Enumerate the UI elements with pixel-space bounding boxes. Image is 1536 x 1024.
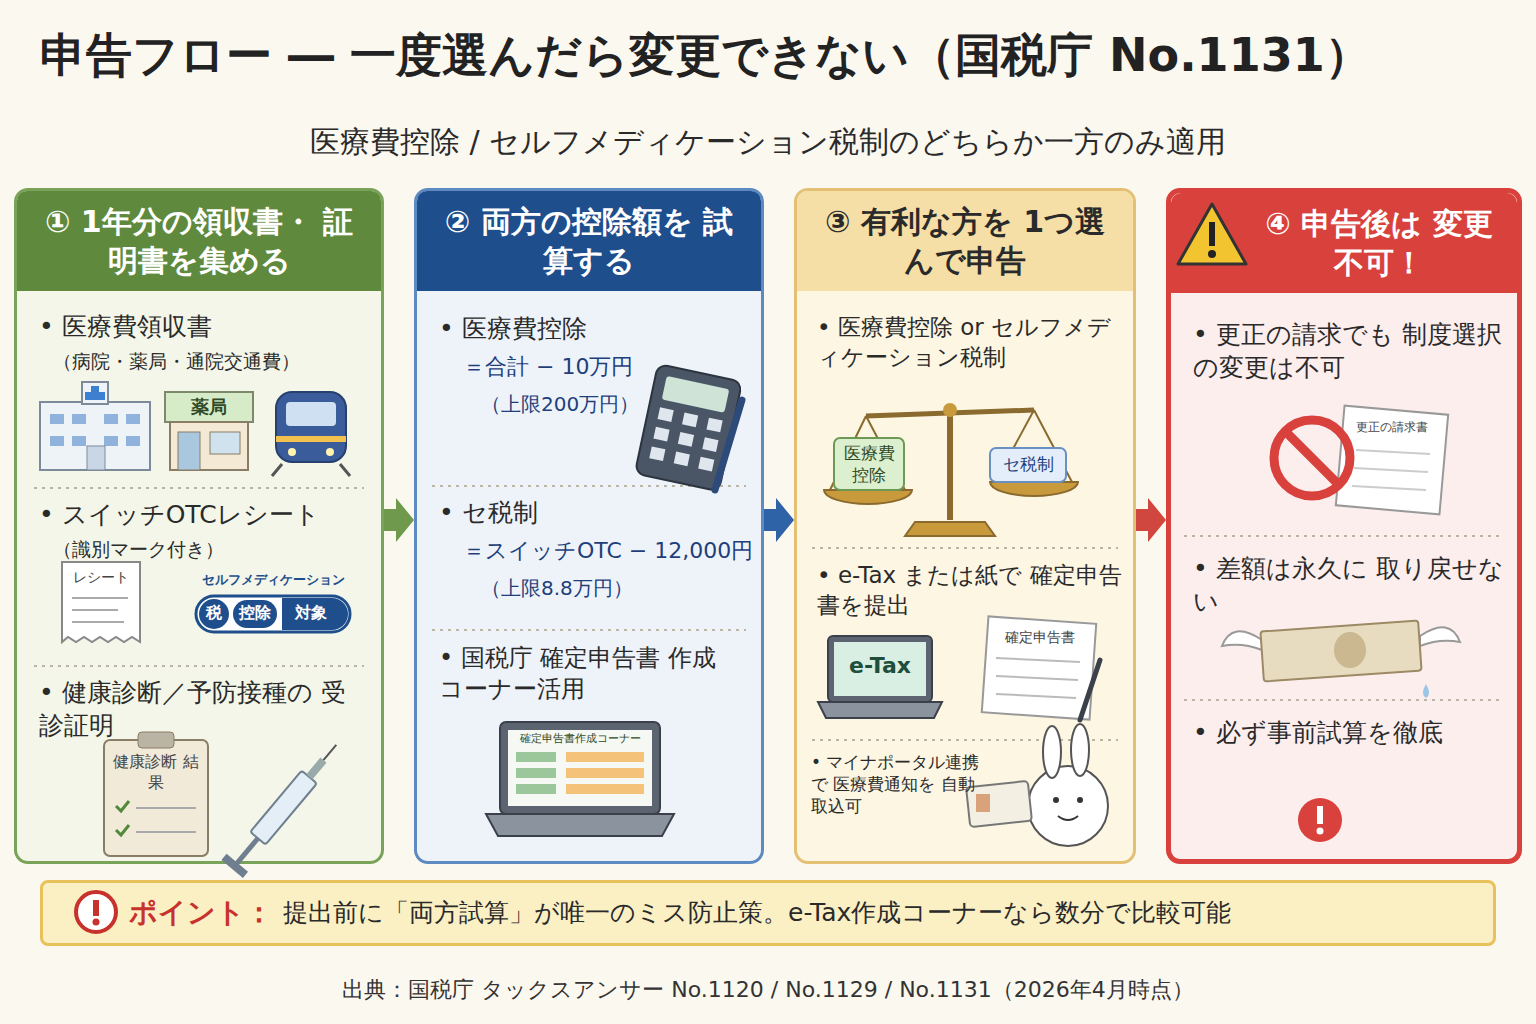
sub-text: （識別マーク付き） [53,537,373,562]
illustration-label: 対象 [284,603,338,624]
illustration-label: セ税制 [992,453,1064,475]
step-header-band: ③ 有利な方を 1つ選んで申告 [797,191,1133,291]
warning-icon [1178,204,1246,264]
step-panel: ③ 有利な方を 1つ選んで申告 • 医療費控除 or セルフメディケーション税制 •… [794,188,1136,864]
illustration-label: 税 [200,603,228,624]
sub-text: ＝スイッチOTC − 12,000円 [463,537,763,566]
flying-money [1222,621,1460,698]
step-panel: ② 両方の控除額を 試算する • 医療費控除 ＝合計 − 10万円 （上限200万円）… [414,188,764,864]
point-label: ポイント： [129,895,273,931]
calculator-icon [635,364,742,491]
step-header-band: ④ 申告後は 変更不可！ [1171,193,1517,293]
step-header-band: ② 両方の控除額を 試算する [417,191,761,291]
bullet-text: • 国税庁 確定申告書 作成コーナー活用 [439,643,739,705]
laptop-icon [486,722,674,836]
bullet-text: • 更正の請求でも 制度選択の変更は不可 [1193,319,1513,384]
illustration-label: レシート [64,568,138,586]
bullet-text: • 医療費控除 or セルフメディケーション税制 [817,313,1127,373]
bullet-text: • 差額は永久に 取り戻せない [1193,553,1513,618]
point-icon [76,892,116,932]
illustration-label: 更正の請求書 [1346,420,1438,436]
bullet-text: • マイナポータル連携で 医療費通知を 自動取込可 [811,751,981,817]
illustration-label: 確定申告書 [990,628,1090,646]
bullet-text: • e-Tax または紙で 確定申告書を提出 [817,561,1127,621]
mascot-with-card [966,724,1108,846]
bullet-text: • 健康診断／予防接種の 受診証明 [39,677,359,742]
step-heading: ① 1年分の領収書・ 証明書を集める [34,202,364,280]
illustration-label: 健康診断 結果 [110,752,202,794]
bullet-text: • セ税制 [439,497,739,530]
flow-arrow [1136,498,1166,542]
sub-text: ＝合計 − 10万円 [463,353,743,382]
train-icon [272,392,350,476]
illustration-label: 控除 [233,603,277,624]
illustration-label: 確定申告書作成コーナー [509,732,651,746]
bullet-text: • 医療費控除 [439,313,739,346]
sub-text: （上限200万円） [481,391,651,417]
receipt-icon [62,562,140,642]
illustration-label: 医療費 控除 [836,442,902,486]
tax-form [982,616,1100,720]
illustration-label: e-Tax [836,652,924,681]
pharmacy-icon [165,392,253,470]
hospital-icon [40,382,150,470]
prohibited-document [1274,406,1448,515]
illustration-label: セルフメディケーション [180,572,366,589]
step-heading: ② 両方の控除額を 試算する [434,202,744,280]
bullet-text: • 医療費領収書 [39,311,369,344]
point-text: 提出前に「両方試算」が唯一のミス防止策。e-Tax作成コーナーなら数分で比較可能 [283,897,1483,930]
sub-text: （上限8.8万円） [481,575,701,601]
subtitle: 医療費控除 / セルフメディケーション税制のどちらか一方のみ適用 [0,122,1536,161]
step-heading: ④ 申告後は 変更不可！ [1256,204,1502,282]
step-panel: ① 1年分の領収書・ 証明書を集める • 医療費領収書 （病院・薬局・通院交通費） •… [14,188,384,864]
title: 申告フロー ― 一度選んだら変更できない（国税庁 No.1131） [40,26,1510,86]
illustration-label: 薬局 [168,395,250,418]
sub-text: （病院・薬局・通院交通費） [53,349,373,374]
point-box: ポイント： 提出前に「両方試算」が唯一のミス防止策。e-Tax作成コーナーなら数分… [40,880,1496,946]
etax-laptop [818,636,942,718]
syringe-icon [221,736,347,878]
otc-mark [196,596,350,632]
balance-scale [824,403,1078,536]
flow-arrow [764,498,794,542]
clipboard-icon [104,732,208,856]
step-header-band: ① 1年分の領収書・ 証明書を集める [17,191,381,291]
bullet-text: • 必ず事前試算を徹底 [1193,717,1513,750]
step-panel: ④ 申告後は 変更不可！ • 更正の請求でも 制度選択の変更は不可 • 差額は永久に… [1166,188,1522,864]
caption: 出典：国税庁 タックスアンサー No.1120 / No.1129 / No.1… [0,976,1536,1005]
bullet-text: • スイッチOTCレシート [39,499,369,532]
step-heading: ③ 有利な方を 1つ選んで申告 [814,202,1116,280]
flow-arrow [384,498,414,542]
exclamation-icon [1298,798,1342,842]
pen-icon [715,400,742,490]
